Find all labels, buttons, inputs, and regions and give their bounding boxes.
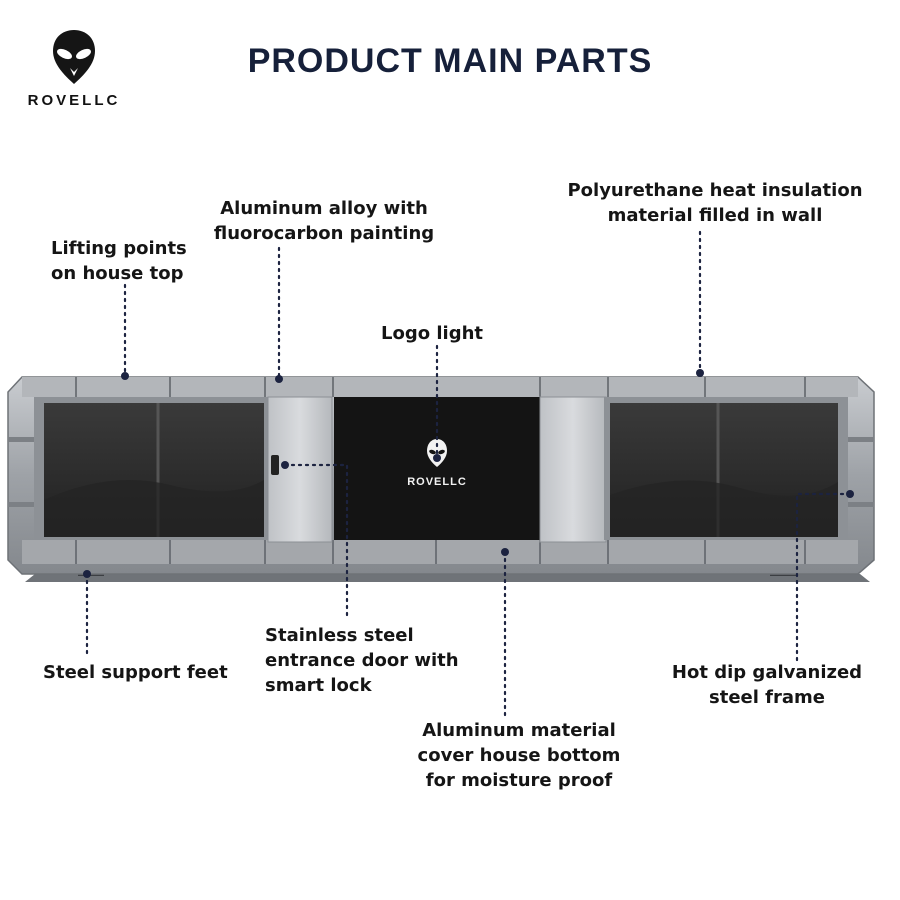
leader-dots <box>83 369 854 578</box>
bottom-strip <box>22 540 858 564</box>
callout-logo-light: Logo light <box>381 323 483 344</box>
brand-name: ROVELLC <box>27 92 121 109</box>
side-rib-right-2 <box>846 502 874 507</box>
left-window-reflection <box>44 480 264 537</box>
callout-support-feet: Steel support feet <box>43 662 228 683</box>
logo-panel <box>334 397 540 540</box>
side-rib-right <box>846 437 874 442</box>
panel-logo-text: ROVELLC <box>407 476 467 488</box>
side-rib-left <box>8 437 36 442</box>
brand-logo: ROVELLC <box>18 28 130 109</box>
bottom-seams <box>75 540 806 564</box>
side-door-panel <box>539 396 607 543</box>
alien-logo-icon <box>53 30 95 84</box>
page-title: PRODUCT MAIN PARTS <box>247 42 653 80</box>
leader-entrance-door <box>283 463 349 622</box>
smart-lock <box>271 455 279 475</box>
roof-seams <box>75 377 806 397</box>
side-rib-left-2 <box>8 502 36 507</box>
roof-strip <box>22 377 858 397</box>
right-window-reflection <box>610 480 838 537</box>
leader-lines <box>85 230 852 722</box>
leader-steel-frame <box>795 492 852 662</box>
base-skirt <box>25 574 870 582</box>
